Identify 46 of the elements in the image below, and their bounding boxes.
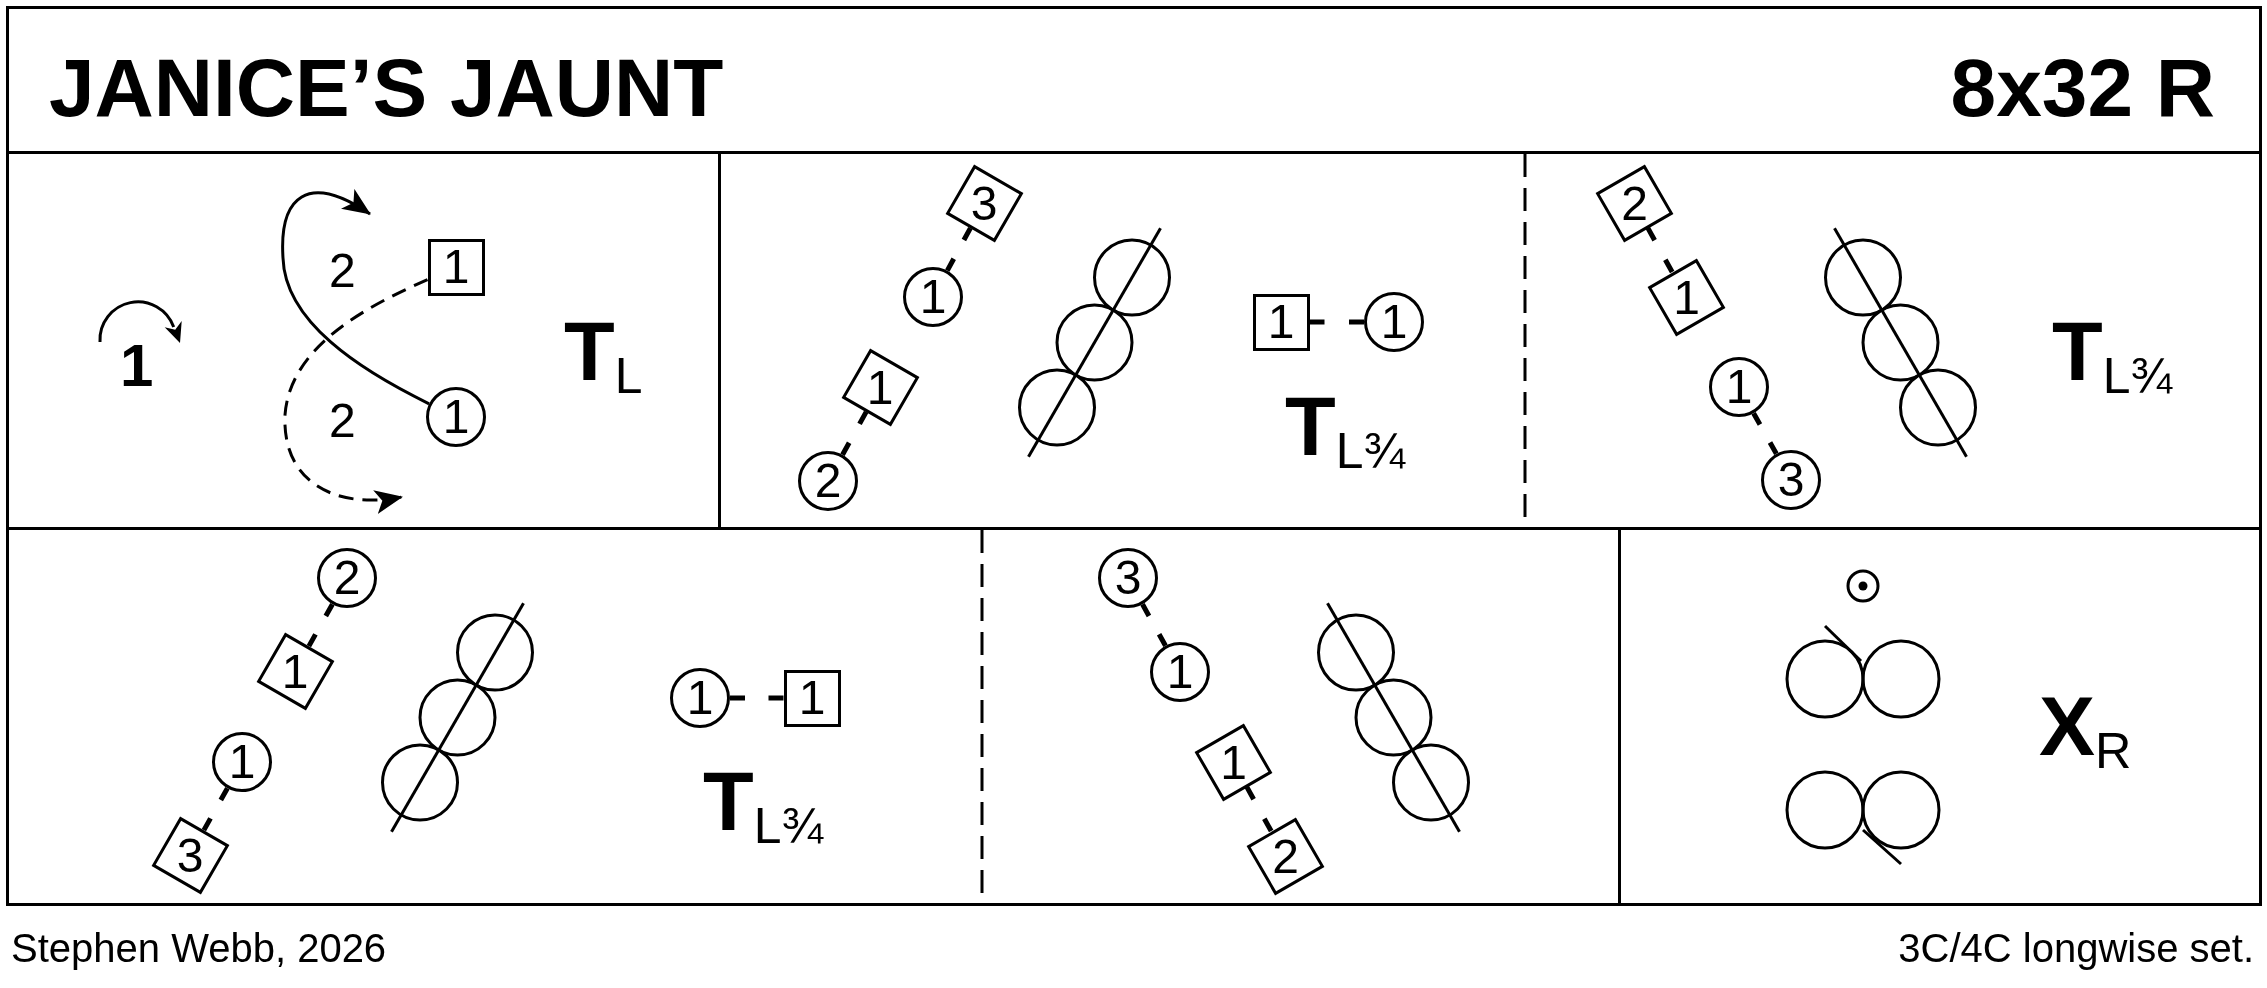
author-credit: Stephen Webb, 2026 xyxy=(11,928,387,968)
dancer-square: 3 xyxy=(945,164,1023,242)
joined-hands-line xyxy=(840,410,869,456)
joined-hands-line xyxy=(1645,226,1675,274)
figure-notation: T$_{L¾}$ xyxy=(703,760,823,843)
joined-hands-line xyxy=(1140,603,1168,647)
dancer-square: 2 xyxy=(1246,817,1324,895)
position-number: 2 xyxy=(329,247,356,295)
figure-notation: T$_{L¾}$ xyxy=(1285,385,1405,468)
set-formation-note: 3C/4C longwise set. xyxy=(1898,928,2254,968)
curved-arrow xyxy=(281,189,430,406)
joined-hands-line xyxy=(730,695,784,701)
dance-title: JANICE’S JAUNT xyxy=(49,47,724,129)
couple-number: 1 xyxy=(120,336,154,396)
dancer-circle: 1 xyxy=(1709,357,1769,417)
joined-hands-line xyxy=(945,226,973,272)
figure-notation: T$_{L¾}$ xyxy=(2052,310,2172,393)
dancer-circle: 1 xyxy=(426,387,486,447)
figure-notation: X$_{R}$ xyxy=(2039,684,2132,768)
dance-format: 8x32 R xyxy=(1950,47,2215,129)
dancer-square: 3 xyxy=(151,816,229,894)
joined-hands-line xyxy=(1751,411,1779,455)
joined-hands-line xyxy=(1309,319,1364,325)
dancer-circle: 1 xyxy=(1150,642,1210,702)
joined-hands-line xyxy=(201,786,230,832)
dancer-circle: 3 xyxy=(1761,450,1821,510)
figure-notation: T$_{L}$ xyxy=(564,310,643,393)
dancer-square: 1 xyxy=(256,632,334,710)
dancer-circle: 1 xyxy=(212,732,272,792)
joined-hands-line xyxy=(1244,785,1274,833)
dancer-square: 1 xyxy=(427,238,485,296)
dancer-square: 1 xyxy=(783,669,841,727)
dancer-circle: 2 xyxy=(317,548,377,608)
dancer-square: 1 xyxy=(1194,723,1272,801)
dancer-circle: 3 xyxy=(1098,548,1158,608)
dancer-square: 1 xyxy=(841,348,919,426)
dancer-circle: 1 xyxy=(670,668,730,728)
dashed-curved-arrow xyxy=(283,278,429,513)
dancer-square: 1 xyxy=(1252,293,1310,351)
position-number: 2 xyxy=(329,397,356,445)
dancer-circle: 1 xyxy=(1364,292,1424,352)
dancer-square: 1 xyxy=(1647,258,1725,336)
dancer-square: 2 xyxy=(1595,164,1673,242)
joined-hands-line xyxy=(306,602,335,648)
dancer-circle: 1 xyxy=(903,267,963,327)
dancer-circle: 2 xyxy=(798,451,858,511)
